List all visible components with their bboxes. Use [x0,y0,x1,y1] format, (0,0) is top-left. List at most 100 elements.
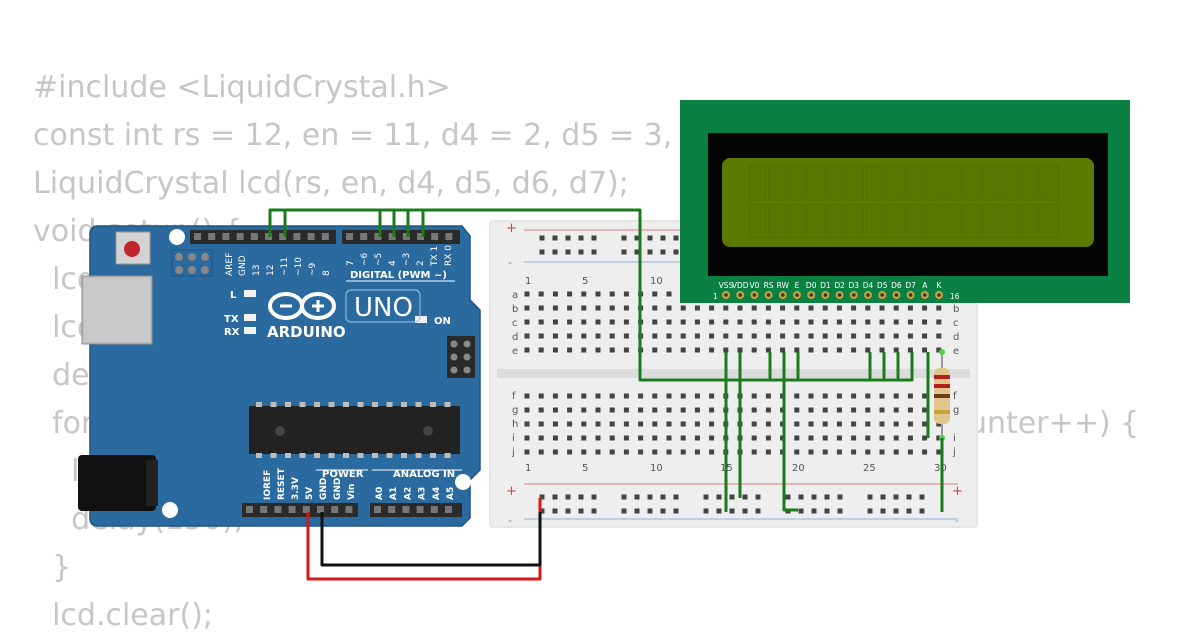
lcd-pin-label: D3 [849,281,860,290]
rail-hole [703,508,709,514]
breadboard-hole [751,319,757,325]
bb-col-25-bottom: 25 [863,463,876,474]
icsp-pin [175,253,183,261]
breadboard-hole [623,319,629,325]
bb-row-b: b [512,304,518,315]
rail-hole [811,494,817,500]
icsp-pin [463,340,471,348]
lcd-cell [826,165,845,201]
breadboard-hole [765,319,771,325]
chip-leg [386,402,393,407]
header-pin [260,506,268,513]
lcd-pin-hole [852,293,856,297]
breadboard-hole [751,393,757,399]
power-pin-label: IOREF [263,470,273,500]
rail-hole [673,494,679,500]
lcd-pin-16-number: 16 [950,292,960,301]
breadboard-hole [652,333,658,339]
breadboard-hole [652,347,658,353]
breadboard-hole [666,407,672,413]
breadboard-hole [879,319,885,325]
rail-hole [578,235,584,241]
breadboard-hole [865,347,871,353]
bb-row-e-right: e [953,346,959,357]
code-line-12: lcd.clear(); [33,598,213,633]
breadboard-hole [694,407,700,413]
lcd-cell [1041,165,1059,201]
rail-hole [798,508,804,514]
breadboard-hole [623,333,629,339]
breadboard-hole [581,449,587,455]
digital-pin-label: 8 [322,270,332,276]
breadboard-hole [694,333,700,339]
breadboard-hole [552,347,558,353]
icsp-pin [450,366,458,374]
breadboard-hole [836,305,842,311]
bb-row-d: d [512,332,518,343]
power-pin-label: RESET [277,467,287,500]
breadboard-hole [680,319,686,325]
breadboard-hole [567,435,573,441]
usb-connector-face [84,278,150,342]
breadboard-hole [595,393,601,399]
digital-pin-label: ~5 [374,253,384,266]
chip-leg [299,402,306,407]
lcd-cell [885,203,903,239]
resistor[interactable] [934,349,950,441]
breadboard-hole [538,291,544,297]
bb-col-1-bottom: 1 [525,463,531,474]
chip-leg [357,402,364,407]
digital-pin-label: 7 [346,260,356,266]
header-pin [246,506,253,513]
lcd-cell [787,165,806,201]
breadboard-hole [581,421,587,427]
wire-gnd-rail[interactable] [320,512,542,567]
wire-rw-gnd[interactable] [782,352,798,512]
bb-col-20-bottom: 20 [792,463,805,474]
lcd-cell [924,165,942,201]
chip-leg [401,402,407,407]
resistor-band [934,375,950,379]
breadboard-hole [709,421,715,427]
analog-pin-label: A0 [375,487,385,500]
wire-pin12-rs[interactable] [268,208,914,382]
chip-leg [285,453,291,458]
lcd-cell [924,203,942,239]
breadboard-hole [765,435,771,441]
breadboard-hole [737,319,743,325]
rail-hole [660,494,666,500]
chip-leg [415,402,422,407]
breadboard-hole [623,407,629,413]
breadboard-hole [680,305,686,311]
rail-plus-sign: + [506,221,517,236]
breadboard-hole [794,319,800,325]
breadboard-hole [595,305,601,311]
bb-row-i: i [512,433,515,444]
breadboard-hole [694,393,700,399]
signal-wires[interactable] [268,208,944,512]
lcd-pin-hole [923,293,927,297]
breadboard-hole [538,347,544,353]
breadboard-hole [595,435,601,441]
bb-col-10-top: 10 [650,276,663,287]
chip-leg [270,453,277,458]
breadboard-hole [652,421,658,427]
icsp-pin [450,340,458,348]
breadboard-hole [638,421,644,427]
analog-pin-label: A3 [418,487,428,500]
breadboard-hole [907,407,913,413]
breadboard-hole [567,449,573,455]
chip-leg [372,402,378,407]
reset-button-cap[interactable] [124,241,140,257]
power-wires[interactable] [306,498,542,581]
led-on-label: ON [434,316,451,327]
breadboard-hole [581,407,587,413]
rail-hole [578,508,584,514]
power-pin-label: GND [333,478,343,500]
breadboard-hole [694,449,700,455]
breadboard-hole [922,333,928,339]
breadboard-hole [709,393,715,399]
lcd-character-cells [748,165,1059,239]
